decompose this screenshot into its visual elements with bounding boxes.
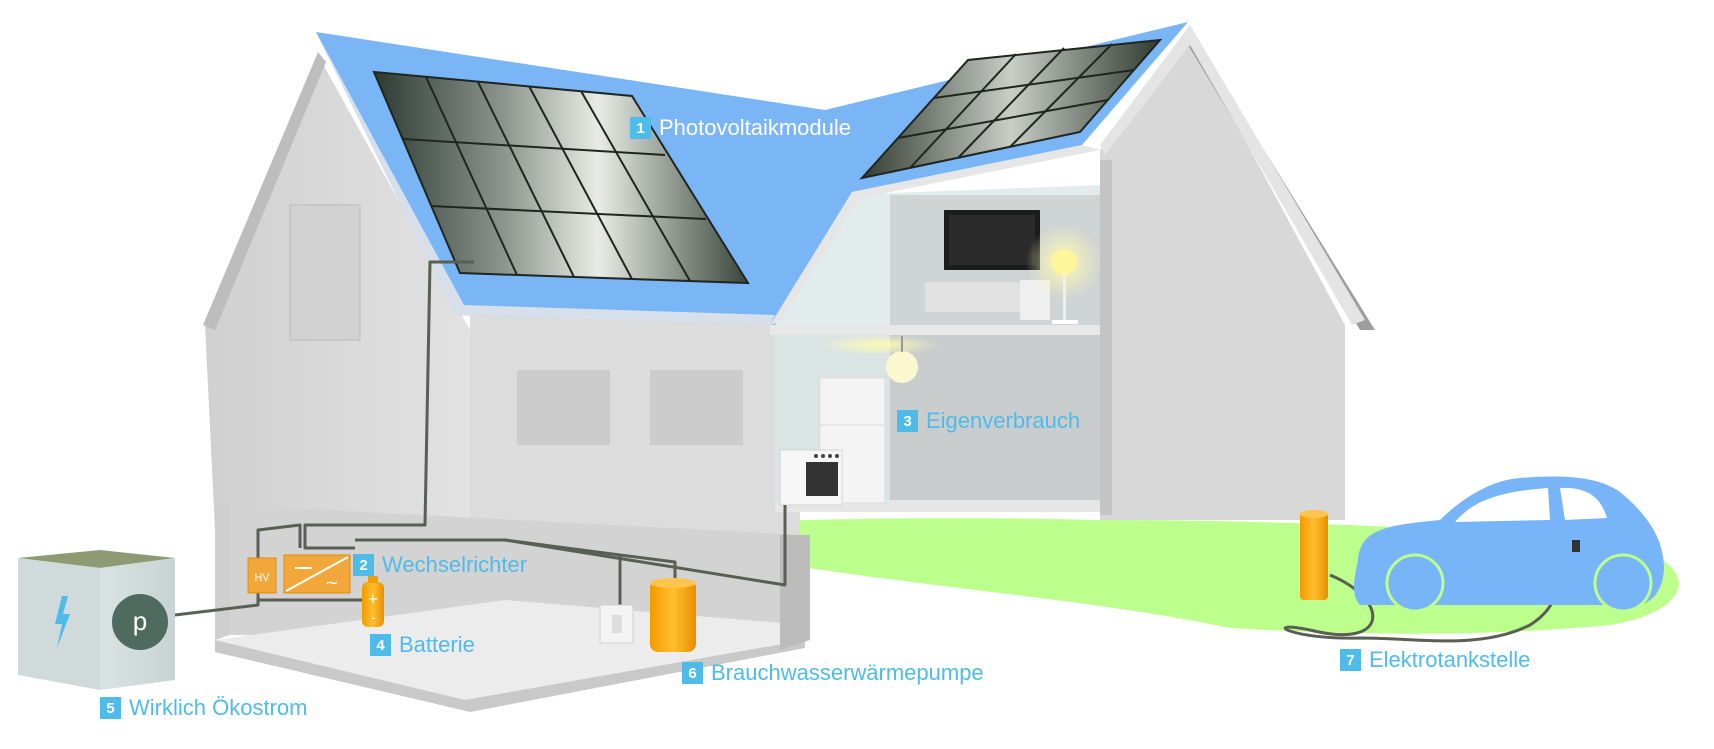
roof-underside-left — [316, 32, 775, 325]
room-side-wall — [1100, 160, 1112, 515]
ceiling-lamp-bulb — [886, 351, 918, 383]
grid-power-box: p — [18, 550, 175, 690]
label-text: Batterie — [399, 632, 475, 657]
label-inverter: 2 Wechselrichter — [353, 552, 527, 578]
floor-lamp-bulb — [1051, 249, 1077, 275]
car-window-front — [1455, 488, 1550, 522]
car-wheel-front — [1385, 553, 1445, 613]
label-photovoltaics: 1 Photovoltaikmodule — [630, 115, 851, 141]
roof-underside-right — [770, 145, 1100, 325]
ceiling-light-glow — [820, 335, 940, 355]
battery: + - — [362, 576, 384, 627]
car-charge-plug — [1572, 540, 1580, 552]
stove-knob — [835, 454, 839, 458]
hv-box — [247, 557, 277, 594]
label-text: Wechselrichter — [382, 552, 528, 577]
label-battery: 4 Batterie — [370, 632, 475, 658]
right-roof-rim — [1100, 25, 1365, 325]
label-charging-station: 7 Elektrotankstelle — [1340, 647, 1530, 673]
label-heat-pump: 6 Brauchwasserwärmepumpe — [682, 660, 984, 686]
label-number: 3 — [897, 410, 918, 432]
label-text: Elektrotankstelle — [1369, 647, 1531, 672]
inverter-diagonal — [285, 556, 349, 592]
floor-lamp-base — [1052, 320, 1078, 324]
inverter-ac-symbol: ~ — [325, 573, 338, 592]
label-green-power: 5 Wirklich Ökostrom — [100, 695, 307, 721]
window-a — [517, 370, 610, 445]
floor-lamp-pole — [1063, 274, 1066, 322]
lightning-icon — [55, 596, 70, 648]
label-text: Photovoltaikmodule — [659, 115, 852, 140]
basement-right-wall — [780, 535, 810, 650]
hot-water-tank — [650, 578, 696, 652]
ceiling-lamp-cord — [901, 336, 903, 352]
label-self-consumption: 3 Eigenverbrauch — [897, 408, 1080, 434]
battery-plus: + — [368, 592, 379, 607]
charging-post — [1300, 510, 1328, 600]
grid-box-emblem — [112, 594, 168, 650]
car-wheel-rear — [1593, 553, 1653, 613]
grid-box-letter: p — [133, 606, 147, 636]
label-text: Eigenverbrauch — [926, 408, 1081, 433]
lower-room-back — [890, 335, 1100, 505]
solar-array-right — [859, 38, 1163, 180]
basement-floor-edge — [215, 640, 805, 712]
tv-screen — [949, 215, 1035, 265]
heat-pump-unit-side — [612, 615, 622, 633]
label-number: 1 — [630, 117, 651, 139]
label-text: Wirklich Ökostrom — [129, 695, 308, 720]
car-window-rear — [1560, 487, 1607, 520]
left-window — [289, 204, 361, 341]
middle-floor — [770, 325, 1100, 335]
left-gable-edge — [203, 52, 326, 330]
stove-knob — [828, 454, 832, 458]
basement-left-wall — [215, 505, 230, 640]
fridge — [819, 377, 886, 504]
electric-car — [1354, 476, 1664, 613]
label-number: 2 — [353, 554, 374, 576]
window-b — [650, 370, 743, 445]
stove-oven — [806, 462, 838, 496]
label-number: 6 — [682, 662, 703, 684]
right-wing-wall — [1100, 38, 1345, 520]
battery-minus: - — [371, 611, 376, 626]
label-text: Brauchwasserwärmepumpe — [711, 660, 984, 685]
label-number: 5 — [100, 697, 121, 719]
label-number: 7 — [1340, 649, 1361, 671]
label-number: 4 — [370, 634, 391, 656]
sofa — [925, 282, 1035, 312]
stove-knob — [814, 454, 818, 458]
solar-array-left — [372, 70, 750, 285]
stove-knob — [821, 454, 825, 458]
hv-label: HV — [254, 572, 270, 584]
